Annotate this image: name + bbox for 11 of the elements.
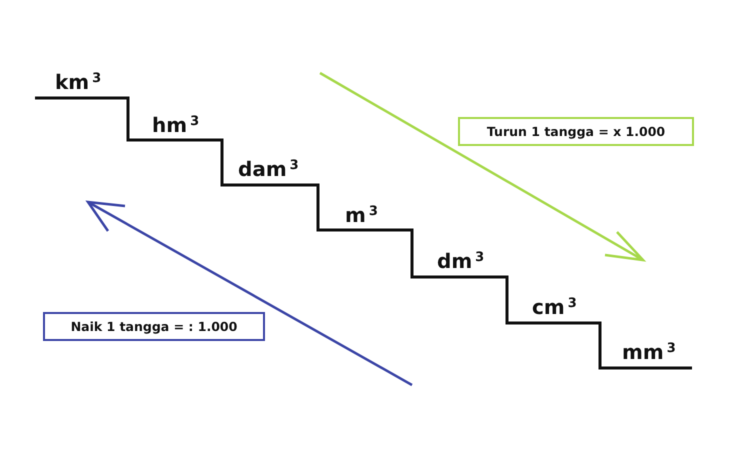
box-text: Naik 1 tangga = : 1.000 bbox=[70, 319, 238, 334]
text-box bbox=[43, 312, 265, 341]
unit-label: dam$^{3}$ bbox=[238, 159, 299, 179]
unit-label: hm$^{3}$ bbox=[152, 115, 200, 135]
unit-label: km$^{3}$ bbox=[55, 72, 102, 92]
unit-label: m$^{3}$ bbox=[345, 205, 378, 225]
unit-label: dm$^{3}$ bbox=[437, 251, 484, 271]
unit-label: cm$^{3}$ bbox=[532, 297, 577, 317]
box-text: Turun 1 tangga = x 1.000 bbox=[486, 124, 666, 139]
unit-label: mm$^{3}$ bbox=[622, 342, 676, 362]
text-box bbox=[458, 117, 694, 146]
